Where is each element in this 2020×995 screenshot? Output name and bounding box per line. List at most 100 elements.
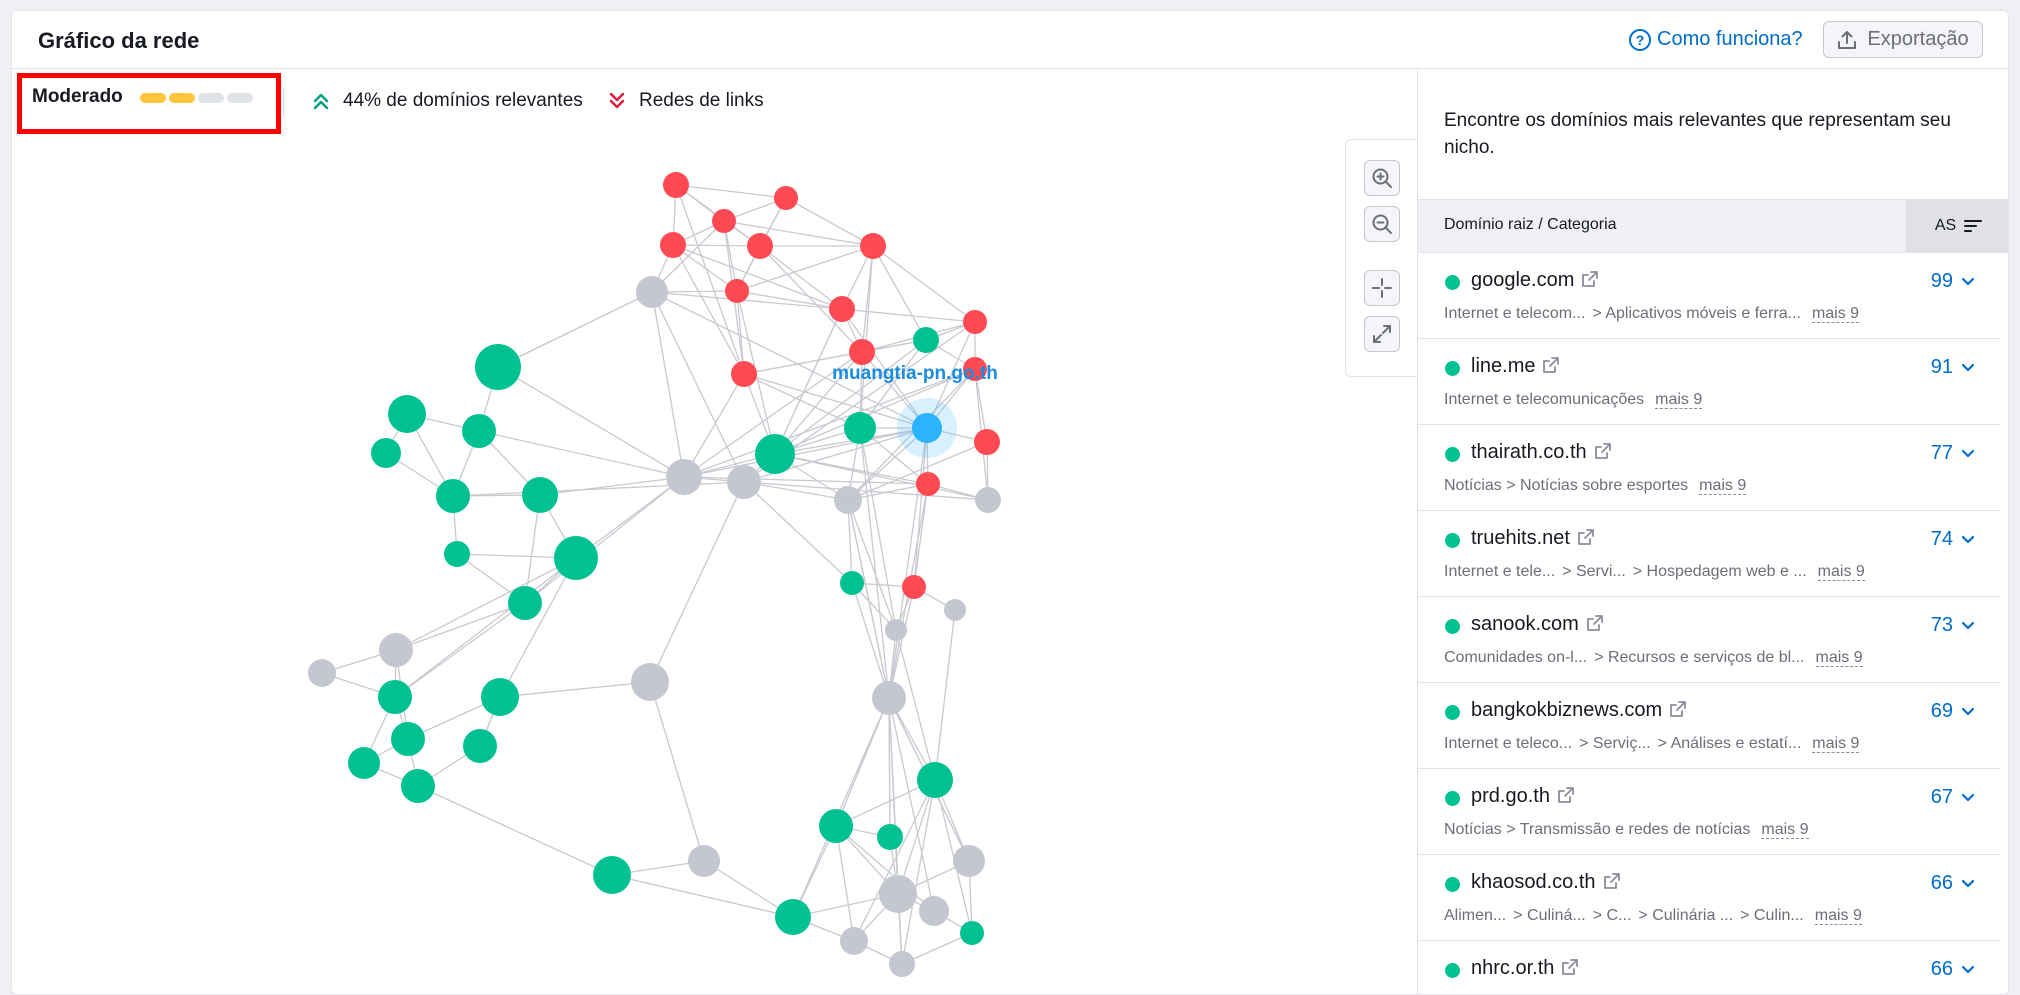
authority-score[interactable]: 74 [1931, 528, 1975, 551]
external-link-icon[interactable] [1577, 528, 1595, 546]
external-link-icon[interactable] [1557, 786, 1575, 804]
external-link-icon[interactable] [1603, 872, 1621, 890]
domain-node[interactable] [840, 927, 868, 955]
link-network-node[interactable] [712, 209, 736, 233]
more-categories-link[interactable]: mais 9 [1812, 735, 1860, 753]
domain-name[interactable]: truehits.net [1471, 527, 1595, 550]
domain-name[interactable]: line.me [1471, 355, 1560, 378]
link-network-node[interactable] [663, 172, 689, 198]
domain-node[interactable] [379, 633, 413, 667]
authority-score[interactable]: 91 [1931, 356, 1975, 379]
domain-name[interactable]: google.com [1471, 269, 1599, 292]
zoom-out-button[interactable] [1364, 206, 1400, 242]
zoom-in-button[interactable] [1364, 160, 1400, 196]
domain-node[interactable] [834, 486, 862, 514]
fullscreen-button[interactable] [1364, 316, 1400, 352]
relevant-domain-node[interactable] [436, 479, 470, 513]
domain-node[interactable] [879, 875, 917, 913]
link-network-node[interactable] [916, 472, 940, 496]
link-network-node[interactable] [963, 310, 987, 334]
authority-score[interactable]: 66 [1931, 872, 1975, 895]
relevant-domain-node[interactable] [755, 434, 795, 474]
link-network-node[interactable] [731, 361, 757, 387]
domain-node[interactable] [944, 599, 966, 621]
relevant-domain-node[interactable] [401, 769, 435, 803]
domain-name[interactable]: thairath.co.th [1471, 441, 1612, 464]
domain-node[interactable] [666, 459, 702, 495]
external-link-icon[interactable] [1669, 700, 1687, 718]
relevant-domain-node[interactable] [844, 412, 876, 444]
more-categories-link[interactable]: mais 9 [1761, 821, 1809, 839]
external-link-icon[interactable] [1581, 270, 1599, 288]
relevant-domain-node[interactable] [462, 414, 496, 448]
authority-score[interactable]: 99 [1931, 270, 1975, 293]
domain-node[interactable] [953, 845, 985, 877]
relevant-domain-node[interactable] [508, 586, 542, 620]
domain-node[interactable] [631, 663, 669, 701]
relevant-domains-filter[interactable]: 44% de domínios relevantes [313, 90, 583, 112]
domain-name[interactable]: khaosod.co.th [1471, 871, 1621, 894]
relevant-domain-node[interactable] [481, 678, 519, 716]
more-categories-link[interactable]: mais 9 [1655, 391, 1703, 409]
relevant-domain-node[interactable] [877, 824, 903, 850]
link-network-node[interactable] [660, 232, 686, 258]
domain-name[interactable]: sanook.com [1471, 613, 1604, 636]
external-link-icon[interactable] [1542, 356, 1560, 374]
link-network-node[interactable] [747, 233, 773, 259]
domain-node[interactable] [919, 896, 949, 926]
authority-score[interactable]: 67 [1931, 786, 1975, 809]
authority-score[interactable]: 73 [1931, 614, 1975, 637]
domain-node[interactable] [889, 951, 915, 977]
domain-node[interactable] [688, 845, 720, 877]
relevant-domain-node[interactable] [388, 395, 426, 433]
relevant-domain-node[interactable] [463, 729, 497, 763]
domain-node[interactable] [727, 465, 761, 499]
network-graph[interactable]: muangtia-pn.go.th [12, 134, 1417, 995]
export-button[interactable]: Exportação [1823, 21, 1983, 58]
link-network-node[interactable] [725, 279, 749, 303]
relevant-domain-node[interactable] [913, 327, 939, 353]
highlighted-domain-label[interactable]: muangtia-pn.go.th [832, 363, 998, 384]
link-networks-filter[interactable]: Redes de links [609, 90, 764, 112]
network-graph-canvas[interactable]: muangtia-pn.go.th [12, 134, 1417, 995]
more-categories-link[interactable]: mais 9 [1811, 305, 1860, 323]
link-network-node[interactable] [849, 339, 875, 365]
link-network-node[interactable] [774, 186, 798, 210]
relevant-domain-node[interactable] [378, 680, 412, 714]
domain-node[interactable] [975, 487, 1001, 513]
more-categories-link[interactable]: mais 9 [1815, 649, 1863, 667]
link-network-node[interactable] [860, 233, 886, 259]
link-network-node[interactable] [963, 357, 987, 381]
authority-score[interactable]: 77 [1931, 442, 1975, 465]
domain-node[interactable] [872, 681, 906, 715]
relevant-domain-node[interactable] [391, 722, 425, 756]
level-filter[interactable]: Moderado [32, 86, 123, 107]
domain-node[interactable] [885, 619, 907, 641]
relevant-domain-node[interactable] [522, 477, 558, 513]
relevant-domain-node[interactable] [593, 856, 631, 894]
relevant-domain-node[interactable] [348, 747, 380, 779]
authority-score[interactable]: 66 [1931, 958, 1975, 981]
relevant-domain-node[interactable] [444, 541, 470, 567]
relevant-domain-node[interactable] [475, 344, 521, 390]
link-network-node[interactable] [902, 575, 926, 599]
relevant-domain-node[interactable] [819, 809, 853, 843]
highlighted-domain-node[interactable] [912, 413, 942, 443]
relevant-domain-node[interactable] [371, 438, 401, 468]
relevant-domain-node[interactable] [917, 762, 953, 798]
table-row[interactable]: nhrc.or.th 66 [1418, 941, 2001, 994]
more-categories-link[interactable]: mais 9 [1817, 563, 1865, 581]
domain-name[interactable]: nhrc.or.th [1471, 957, 1579, 980]
domain-node[interactable] [308, 659, 336, 687]
more-categories-link[interactable]: mais 9 [1699, 477, 1747, 495]
relevant-domain-node[interactable] [960, 921, 984, 945]
relevant-domain-node[interactable] [554, 536, 598, 580]
more-categories-link[interactable]: mais 9 [1814, 907, 1862, 925]
